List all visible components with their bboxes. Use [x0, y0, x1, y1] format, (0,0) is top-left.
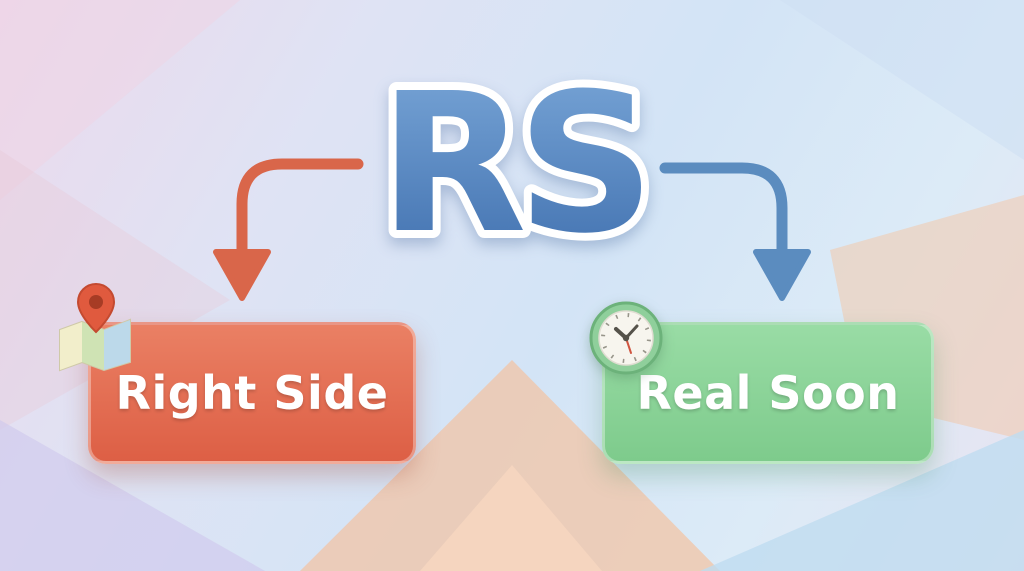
right-arrow	[659, 162, 811, 301]
map-pin-icon	[59, 282, 131, 372]
right-side-card: Right Side	[88, 322, 416, 464]
right-side-label: Right Side	[115, 366, 389, 420]
real-soon-label: Real Soon	[636, 366, 900, 420]
acronym-text: RS	[379, 53, 645, 276]
left-arrow	[213, 158, 364, 301]
clock-icon	[589, 301, 663, 375]
acronym-title: RS	[371, 45, 663, 280]
